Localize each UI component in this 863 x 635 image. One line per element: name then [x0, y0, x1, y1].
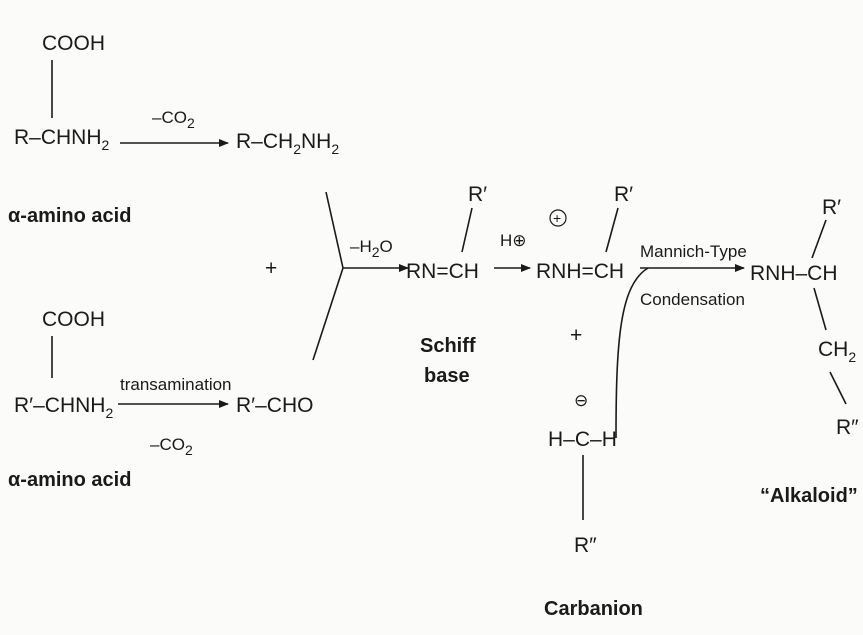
schiff-label-1: Schiff — [420, 335, 476, 357]
alkaloid-r-dprime: R″ — [836, 416, 859, 439]
amino-acid-top: COOH R–CHNH2 α-amino acid — [8, 32, 131, 227]
decarboxylation-step: –CO2 R–CH2NH2 — [120, 108, 339, 157]
alkaloid-bond-mid — [813, 287, 827, 331]
condensation-step: –H2O — [312, 191, 409, 361]
carbanion-to-mannich-curve — [615, 267, 649, 439]
protonation-step: H⊕ + R′ RNH=CH — [494, 183, 633, 283]
positive-charge-circle — [549, 209, 567, 227]
alkaloid-r-prime: R′ — [822, 196, 841, 219]
decarboxylation-reagent: –CO2 — [152, 108, 195, 131]
converge-line-bottom — [312, 267, 344, 361]
schiff-base: R′ RN=CH Schiff base — [406, 183, 487, 387]
amino-acid-bottom: COOH R′–CHNH2 α-amino acid — [8, 308, 131, 491]
schiff-label-2: base — [424, 365, 470, 387]
amine-product: R–CH2NH2 — [236, 130, 339, 157]
condensation-reagent: –H2O — [350, 237, 393, 260]
transamination-label: transamination — [120, 375, 232, 394]
alkaloid-formula: RNH–CH — [750, 262, 838, 285]
r-prime-chnh-bottom: R′–CHNH2 — [14, 394, 113, 421]
negative-charge: ⊖ — [574, 391, 588, 410]
alkaloid-bond-top — [811, 219, 827, 259]
alkaloid-bond-bottom — [829, 371, 847, 405]
alkaloid-label: “Alkaloid” — [760, 485, 858, 507]
schiff-formula: RN=CH — [406, 260, 479, 283]
carbanion-label: Carbanion — [544, 598, 643, 620]
transamination-step: transamination –CO2 R′–CHO — [118, 375, 313, 458]
carbanion-r-dprime: R″ — [574, 534, 597, 557]
mannich-label: Mannich-Type — [640, 242, 747, 261]
alpha-amino-acid-label-top: α-amino acid — [8, 205, 131, 227]
plus-sign-right: + — [570, 324, 582, 347]
iminium-bond — [605, 207, 619, 253]
carbanion-formula: H–C–H — [548, 428, 617, 451]
cooh-top: COOH — [42, 32, 105, 55]
schiff-bond — [461, 207, 473, 253]
condensation-label: Condensation — [640, 290, 745, 309]
plus-sign-left: + — [265, 257, 277, 280]
positive-charge: + — [553, 210, 561, 226]
iminium-formula: RNH=CH — [536, 260, 624, 283]
schiff-r-prime: R′ — [468, 183, 487, 206]
aldehyde-product: R′–CHO — [236, 394, 313, 417]
carbanion: ⊖ H–C–H R″ Carbanion — [544, 391, 643, 620]
alkaloid-product: R′ RNH–CH CH2 R″ “Alkaloid” — [750, 196, 859, 507]
mannich-step: Mannich-Type Condensation — [615, 242, 747, 439]
cooh-bottom: COOH — [42, 308, 105, 331]
iminium-r-prime: R′ — [614, 183, 633, 206]
transamination-co2: –CO2 — [150, 435, 193, 458]
alpha-amino-acid-label-bottom: α-amino acid — [8, 469, 131, 491]
proton-reagent: H⊕ — [500, 231, 527, 250]
r-chnh-top: R–CHNH2 — [14, 126, 110, 153]
alkaloid-ch2: CH2 — [818, 338, 856, 365]
converge-line-top — [325, 191, 344, 269]
